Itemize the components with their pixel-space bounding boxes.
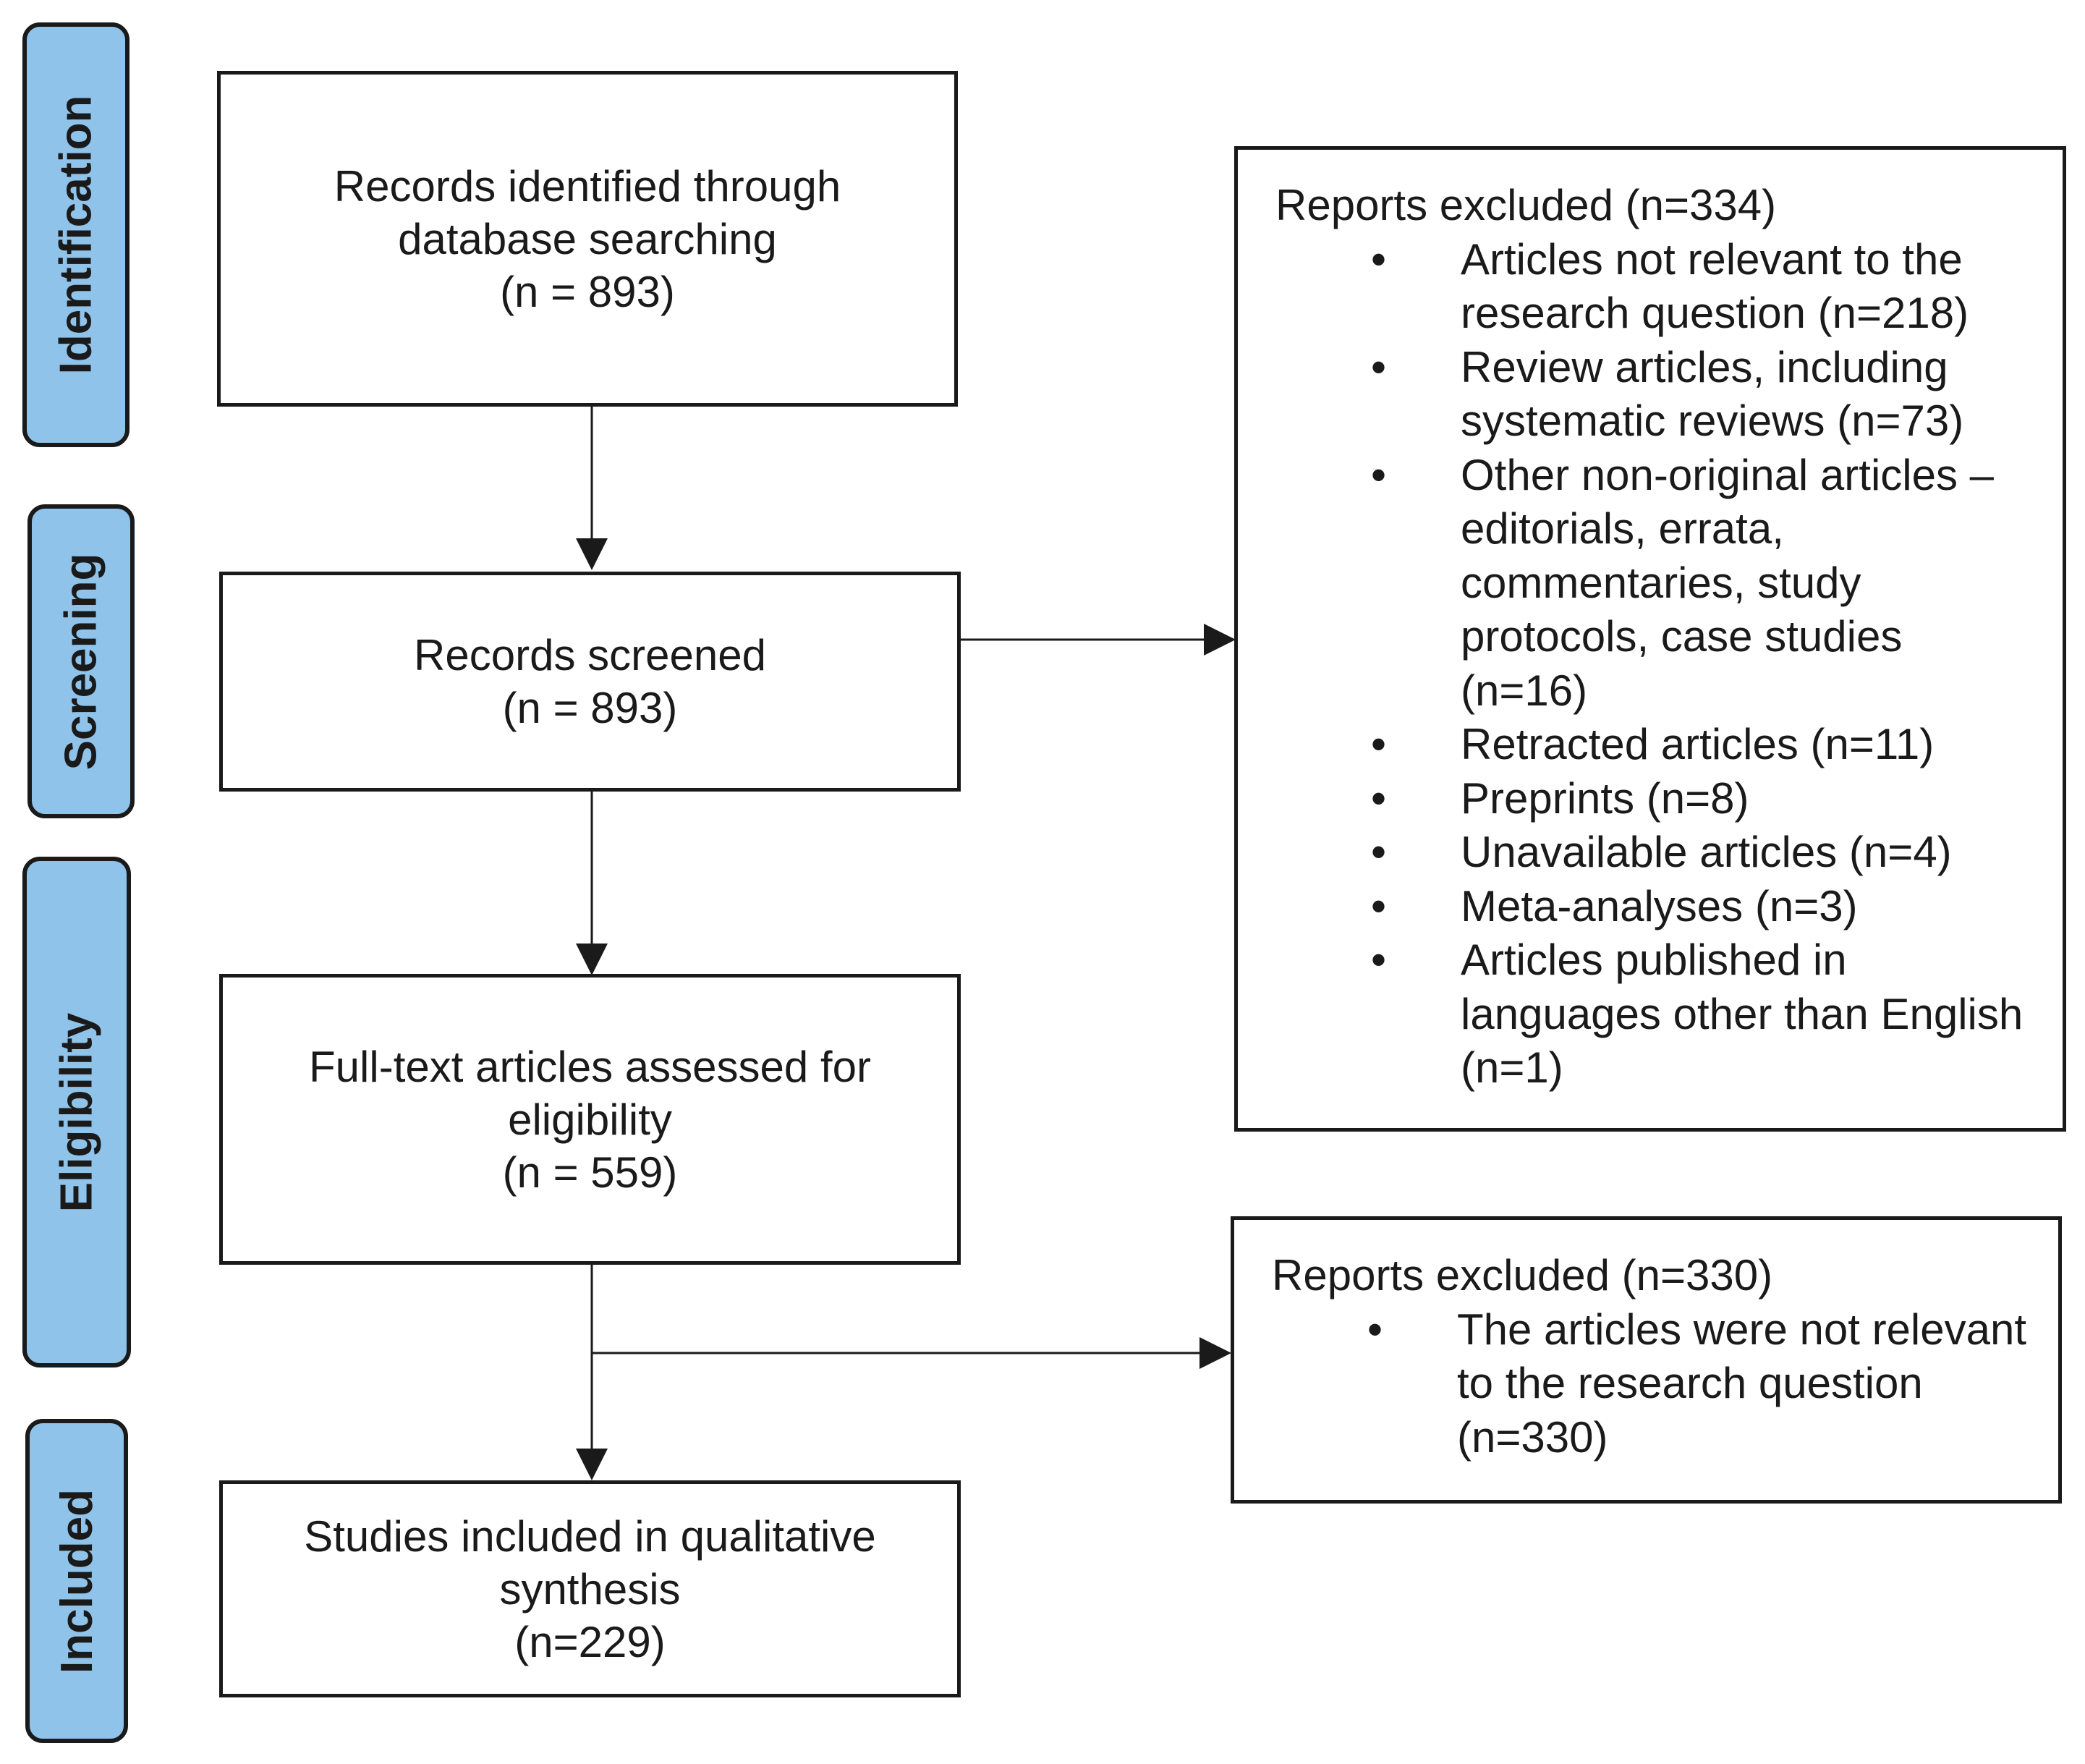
bullet-icon: • [1371,936,1387,984]
exclusion-reason-text: Review articles, including systematic re… [1461,342,1964,446]
exclusion-reason-item: • Articles not relevant to the research … [1275,233,2034,341]
records-identified-line-2: database searching [398,214,777,263]
bullet-icon: • [1371,342,1387,391]
exclusion-reason-item: • Review articles, including systematic … [1275,341,2034,449]
screening-exclusions-list: • Articles not relevant to the research … [1275,233,2034,1095]
phase-included-label: Included [25,1419,128,1743]
exclusion-reason-item: • Articles published in languages other … [1275,933,2034,1095]
exclusion-reason-text: Articles not relevant to the research qu… [1461,234,1969,338]
arrow-screened-to-exclusions [960,624,1236,656]
phase-identification-text: Identification [51,95,101,375]
bullet-icon: • [1371,450,1387,499]
phase-included-text: Included [51,1488,102,1674]
exclusion-reason-item: • Meta-analyses (n=3) [1275,880,2034,934]
bullet-icon: • [1371,881,1387,930]
records-screened-line-1: Records screened [414,631,766,679]
exclusion-reason-item: • Preprints (n=8) [1275,772,2034,826]
phase-eligibility-label: Eligibility [22,857,131,1367]
eligibility-exclusions-title: Reports excluded (n=330) [1272,1251,1773,1299]
studies-included-count: (n=229) [514,1617,666,1666]
screening-exclusions-box: Reports excluded (n=334) • Articles not … [1234,146,2066,1132]
phase-eligibility-text: Eligibility [51,1012,102,1212]
exclusion-reason-text: Meta-analyses (n=3) [1461,881,1858,930]
bullet-icon: • [1371,773,1387,823]
full-text-assessed-line-2: eligibility [508,1095,672,1144]
arrow-screened-to-assessed [576,790,608,975]
exclusion-reason-item: • Retracted articles (n=11) [1275,718,2034,772]
exclusion-reason-item: • Unavailable articles (n=4) [1275,826,2034,880]
exclusion-reason-item: • The articles were not relevant to the … [1272,1303,2029,1465]
records-screened-count: (n = 893) [502,684,678,732]
bullet-icon: • [1371,720,1387,768]
exclusion-reason-item: • Other non-original articles – editoria… [1275,449,2034,718]
full-text-assessed-box: Full-text articles assessed for eligibil… [219,974,961,1265]
exclusion-reason-text: Preprints (n=8) [1461,773,1749,823]
bullet-icon: • [1367,1305,1383,1354]
exclusion-reason-text: Unavailable articles (n=4) [1461,828,1952,876]
bullet-icon: • [1371,234,1387,284]
phase-identification-label: Identification [22,22,129,447]
studies-included-line-2: synthesis [499,1564,681,1614]
full-text-assessed-count: (n = 559) [502,1148,678,1197]
screening-exclusions-title: Reports excluded (n=334) [1275,181,1777,229]
records-identified-line-1: Records identified through [334,161,841,211]
bullet-icon: • [1371,828,1387,876]
arrow-assessed-to-included [576,1264,608,1480]
arrow-assessed-to-exclusions [592,1337,1231,1369]
studies-included-line-1: Studies included in qualitative [304,1511,876,1561]
studies-included-box: Studies included in qualitative synthesi… [219,1480,961,1697]
records-screened-box: Records screened (n = 893) [219,572,961,792]
full-text-assessed-line-1: Full-text articles assessed for [309,1042,871,1091]
records-identified-count: (n = 893) [500,267,675,316]
exclusion-reason-text: Articles published in languages other th… [1461,936,2024,1092]
exclusion-reason-text: Other non-original articles – editorials… [1461,450,1995,715]
exclusion-reason-text: Retracted articles (n=11) [1461,720,1935,768]
phase-screening-text: Screening [56,553,106,770]
eligibility-exclusions-box: Reports excluded (n=330) • The articles … [1231,1216,2062,1504]
records-identified-box: Records identified through database sear… [217,71,958,407]
exclusion-reason-text: The articles were not relevant to the re… [1457,1305,2027,1462]
eligibility-exclusions-list: • The articles were not relevant to the … [1272,1303,2029,1465]
phase-screening-label: Screening [27,504,135,818]
arrow-identified-to-screened [576,386,608,570]
